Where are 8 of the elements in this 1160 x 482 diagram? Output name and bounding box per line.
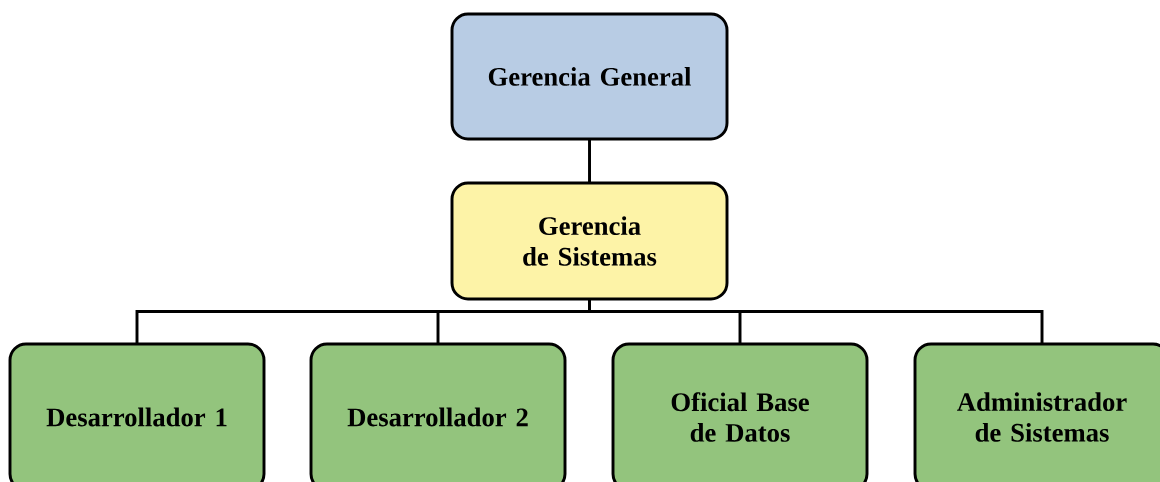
org-box: Administrador de Sistemas: [913, 342, 1160, 482]
org-box: Desarrollador 2: [309, 342, 567, 482]
connector-line: [588, 299, 1044, 344]
org-box: Desarrollador 1: [8, 342, 266, 482]
org-box: Oficial Base de Datos: [611, 342, 869, 482]
org-box: Gerencia General: [450, 12, 729, 141]
org-box: Gerencia de Sistemas: [450, 181, 729, 301]
connector-line: [588, 139, 591, 183]
